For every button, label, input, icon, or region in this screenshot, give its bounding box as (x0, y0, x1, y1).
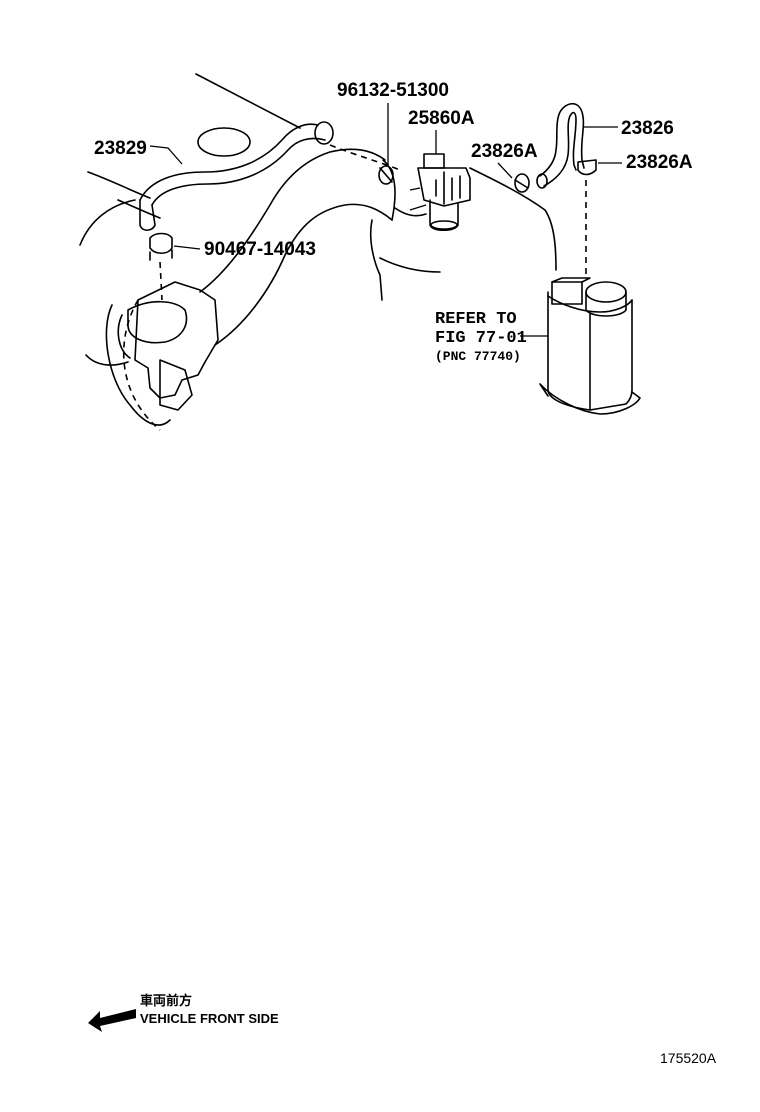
vehicle-front-arrow-icon (88, 1009, 136, 1032)
charcoal-canister (539, 277, 641, 415)
clip-23826a-right (577, 159, 597, 176)
connection-dashed-upper (329, 144, 401, 171)
hose-23829 (139, 121, 334, 301)
clip-23826a-left (514, 173, 530, 193)
engine-outline (79, 73, 557, 426)
refer-line-1: REFER TO (435, 310, 517, 329)
vsv-harness (394, 207, 427, 217)
throttle-body (117, 281, 219, 431)
label-23826: 23826 (621, 118, 674, 139)
figure-number: 175520A (660, 1050, 717, 1066)
direction-en: VEHICLE FRONT SIDE (140, 1011, 279, 1026)
label-25860a: 25860A (408, 108, 475, 129)
clamp-96132 (378, 165, 394, 185)
label-23826a-right: 23826A (626, 152, 693, 173)
label-90467: 90467-14043 (204, 239, 316, 260)
direction-jp: 車両前方 (140, 993, 192, 1008)
label-96132: 96132-51300 (337, 80, 449, 101)
refer-line-3: (PNC 77740) (435, 349, 521, 364)
label-23829: 23829 (94, 138, 147, 159)
intake-pipe (199, 148, 396, 346)
refer-line-2: FIG 77-01 (435, 329, 527, 348)
vsv-25860a (409, 153, 471, 232)
hose-23826 (536, 102, 585, 189)
label-23826a-left: 23826A (471, 141, 538, 162)
